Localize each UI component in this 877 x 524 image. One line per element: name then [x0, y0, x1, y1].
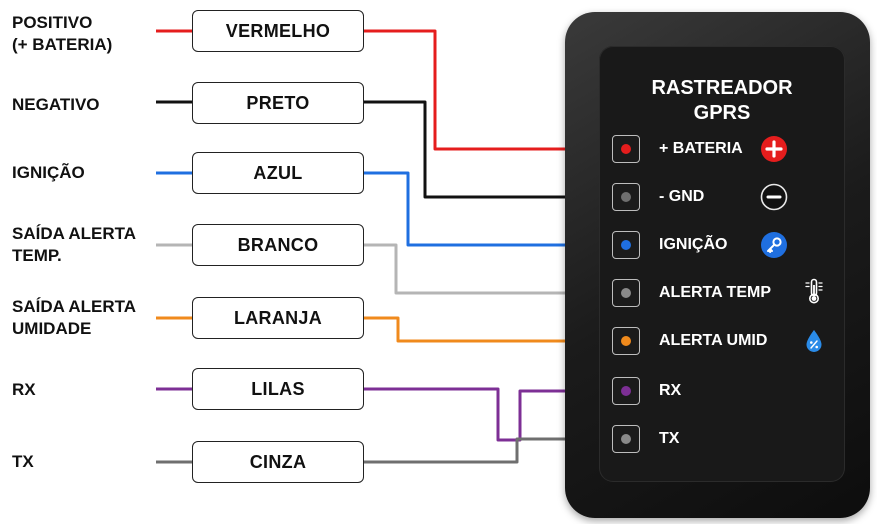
terminal-port-bateria	[612, 135, 640, 163]
tracker-device: RASTREADOR GPRS	[565, 12, 870, 518]
signal-label-rx: RX	[12, 380, 36, 399]
terminal-label-ignicao: IGNIÇÃO	[659, 236, 728, 253]
terminal-label-alerta-umid: ALERTA UMID	[659, 332, 768, 349]
terminal-label-tx: TX	[659, 430, 680, 447]
signal-label-ignicao: IGNIÇÃO	[12, 163, 85, 182]
terminal-label-bateria: + BATERIA	[659, 140, 743, 157]
terminal-port-ignicao	[612, 231, 640, 259]
wire-color-box-lilas: LILAS	[192, 368, 364, 410]
minus-circle-icon	[760, 183, 788, 211]
terminal-dot	[621, 434, 631, 444]
signal-label-positivo: POSITIVO (+ BATERIA)	[12, 13, 113, 54]
device-title: RASTREADOR GPRS	[651, 77, 793, 124]
terminal-label-alerta-temp: ALERTA TEMP	[659, 284, 771, 301]
terminal-dot	[621, 144, 631, 154]
wire-color-box-azul: AZUL	[192, 152, 364, 194]
terminal-port-gnd	[612, 183, 640, 211]
plus-circle-icon	[760, 135, 788, 163]
wire-cinza-route	[364, 437, 612, 464]
terminal-port-alerta-umid	[612, 327, 640, 355]
wire-laranja-route	[364, 316, 612, 343]
terminal-port-rx	[612, 377, 640, 405]
wire-color-box-cinza: CINZA	[192, 441, 364, 483]
terminal-dot	[621, 192, 631, 202]
device-panel: RASTREADOR GPRS	[599, 46, 845, 482]
wire-branco-route	[364, 243, 612, 295]
signal-label-saida-alerta-umidade: SAÍDA ALERTA UMIDADE	[12, 297, 137, 338]
terminal-label-gnd: - GND	[659, 188, 705, 205]
terminal-port-alerta-temp	[612, 279, 640, 307]
wire-azul-route	[364, 171, 612, 247]
wire-color-box-laranja: LARANJA	[192, 297, 364, 339]
signal-label-negativo: NEGATIVO	[12, 95, 100, 114]
key-icon	[760, 231, 788, 259]
wire-preto-route	[364, 100, 612, 199]
terminal-port-tx	[612, 425, 640, 453]
terminal-dot	[621, 386, 631, 396]
wire-lilas-route	[364, 387, 612, 442]
wire-color-box-branco: BRANCO	[192, 224, 364, 266]
terminal-dot	[621, 288, 631, 298]
terminal-label-rx: RX	[659, 382, 682, 399]
terminal-dot	[621, 336, 631, 346]
wire-color-box-vermelho: VERMELHO	[192, 10, 364, 52]
terminal-dot	[621, 240, 631, 250]
thermometer-icon	[800, 277, 828, 305]
wire-vermelho-route	[364, 29, 612, 151]
signal-label-saida-alerta-temp: SAÍDA ALERTA TEMP.	[12, 224, 137, 265]
wire-color-box-preto: PRETO	[192, 82, 364, 124]
signal-label-tx: TX	[12, 452, 34, 471]
water-drop-icon	[800, 327, 828, 355]
